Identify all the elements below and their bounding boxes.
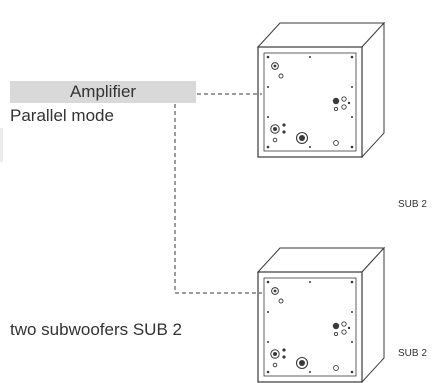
subwoofer-cabinet-1 xyxy=(257,22,385,158)
sub-label-2: SUB 2 xyxy=(398,348,427,359)
description-label: two subwoofers SUB 2 xyxy=(10,320,182,339)
sub-label-1: SUB 2 xyxy=(398,199,427,210)
subwoofer-cabinet-2 xyxy=(257,247,385,383)
mode-label: Parallel mode xyxy=(10,106,114,125)
amplifier-label: Amplifier xyxy=(69,82,137,101)
edge-marker xyxy=(0,128,3,162)
amplifier-block xyxy=(10,81,196,103)
